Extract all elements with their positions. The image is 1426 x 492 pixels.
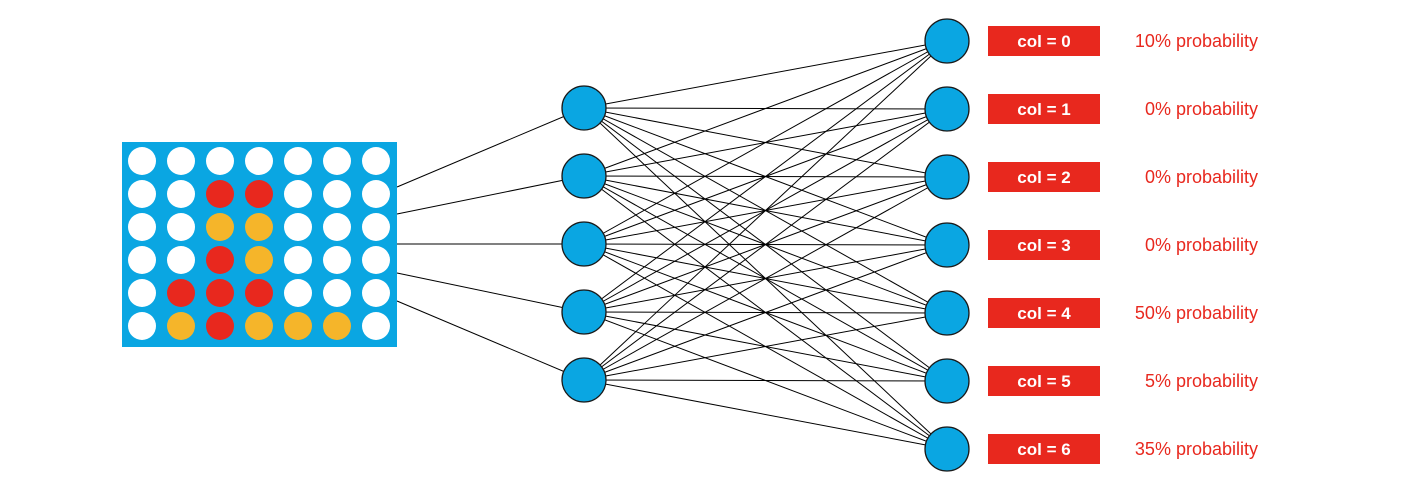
yellow-disc (245, 213, 273, 241)
output-neuron (924, 18, 970, 64)
hidden-neuron (561, 289, 607, 335)
input-edges (396, 107, 585, 381)
empty-slot (362, 246, 390, 274)
empty-slot (128, 213, 156, 241)
output-label-box (988, 230, 1100, 260)
empty-slot (362, 180, 390, 208)
empty-slot (362, 213, 390, 241)
output-neuron (924, 358, 970, 404)
empty-slot (167, 246, 195, 274)
output-probability: 0% probability (1145, 99, 1258, 119)
hidden-output-edge (583, 40, 948, 177)
yellow-disc (284, 312, 312, 340)
empty-slot (323, 279, 351, 307)
output-probability: 5% probability (1145, 371, 1258, 391)
output-label-box (988, 298, 1100, 328)
connect-four-board (122, 142, 397, 347)
hidden-layer (561, 85, 607, 403)
hidden-output-edges (583, 40, 948, 450)
empty-slot (323, 213, 351, 241)
hidden-neuron (561, 357, 607, 403)
output-probability: 10% probability (1135, 31, 1258, 51)
output-probability: 0% probability (1145, 235, 1258, 255)
output-neuron (924, 426, 970, 472)
red-disc (245, 279, 273, 307)
empty-slot (128, 246, 156, 274)
yellow-disc (167, 312, 195, 340)
empty-slot (128, 147, 156, 175)
output-neuron (924, 222, 970, 268)
hidden-output-edge (583, 40, 948, 381)
output-label-box (988, 94, 1100, 124)
output-neuron (924, 86, 970, 132)
output-label: col = 0 (1017, 32, 1070, 51)
input-edge (396, 300, 585, 381)
output-probability: 35% probability (1135, 439, 1258, 459)
yellow-disc (323, 312, 351, 340)
hidden-output-edge (583, 176, 948, 381)
red-disc (245, 180, 273, 208)
hidden-output-edge (583, 40, 948, 313)
hidden-neuron (561, 153, 607, 199)
empty-slot (323, 246, 351, 274)
empty-slot (128, 312, 156, 340)
red-disc (206, 180, 234, 208)
empty-slot (284, 180, 312, 208)
output-label-box (988, 26, 1100, 56)
output-probability: 50% probability (1135, 303, 1258, 323)
red-disc (206, 312, 234, 340)
empty-slot (128, 180, 156, 208)
yellow-disc (245, 312, 273, 340)
empty-slot (167, 180, 195, 208)
output-probability: 0% probability (1145, 167, 1258, 187)
hidden-neuron (561, 221, 607, 267)
output-labels: col = 0 10% probability col = 1 0% probabil… (988, 26, 1258, 464)
red-disc (206, 279, 234, 307)
hidden-output-edge (583, 40, 948, 109)
output-label-box (988, 162, 1100, 192)
red-disc (206, 246, 234, 274)
output-label: col = 4 (1017, 304, 1071, 323)
empty-slot (284, 246, 312, 274)
output-label: col = 6 (1017, 440, 1070, 459)
yellow-disc (206, 213, 234, 241)
empty-slot (284, 213, 312, 241)
empty-slot (362, 312, 390, 340)
hidden-neuron (561, 85, 607, 131)
empty-slot (323, 147, 351, 175)
empty-slot (284, 147, 312, 175)
yellow-disc (245, 246, 273, 274)
output-label-box (988, 434, 1100, 464)
hidden-output-edge (583, 108, 948, 381)
input-edge (396, 272, 585, 313)
empty-slot (167, 213, 195, 241)
output-neuron (924, 290, 970, 336)
output-label: col = 2 (1017, 168, 1070, 187)
input-edge (396, 175, 585, 215)
output-neuron (924, 154, 970, 200)
hidden-output-edge (583, 379, 948, 382)
empty-slot (128, 279, 156, 307)
hidden-output-edge (583, 40, 948, 245)
output-label: col = 1 (1017, 100, 1070, 119)
output-label: col = 3 (1017, 236, 1070, 255)
output-layer (924, 18, 970, 472)
empty-slot (245, 147, 273, 175)
empty-slot (206, 147, 234, 175)
hidden-output-edge (583, 379, 948, 450)
empty-slot (167, 147, 195, 175)
output-label: col = 5 (1017, 372, 1070, 391)
output-label-box (988, 366, 1100, 396)
empty-slot (362, 279, 390, 307)
red-disc (167, 279, 195, 307)
hidden-output-edge (583, 312, 948, 381)
empty-slot (323, 180, 351, 208)
hidden-output-edge (583, 244, 948, 381)
empty-slot (362, 147, 390, 175)
empty-slot (284, 279, 312, 307)
input-edge (396, 107, 585, 188)
